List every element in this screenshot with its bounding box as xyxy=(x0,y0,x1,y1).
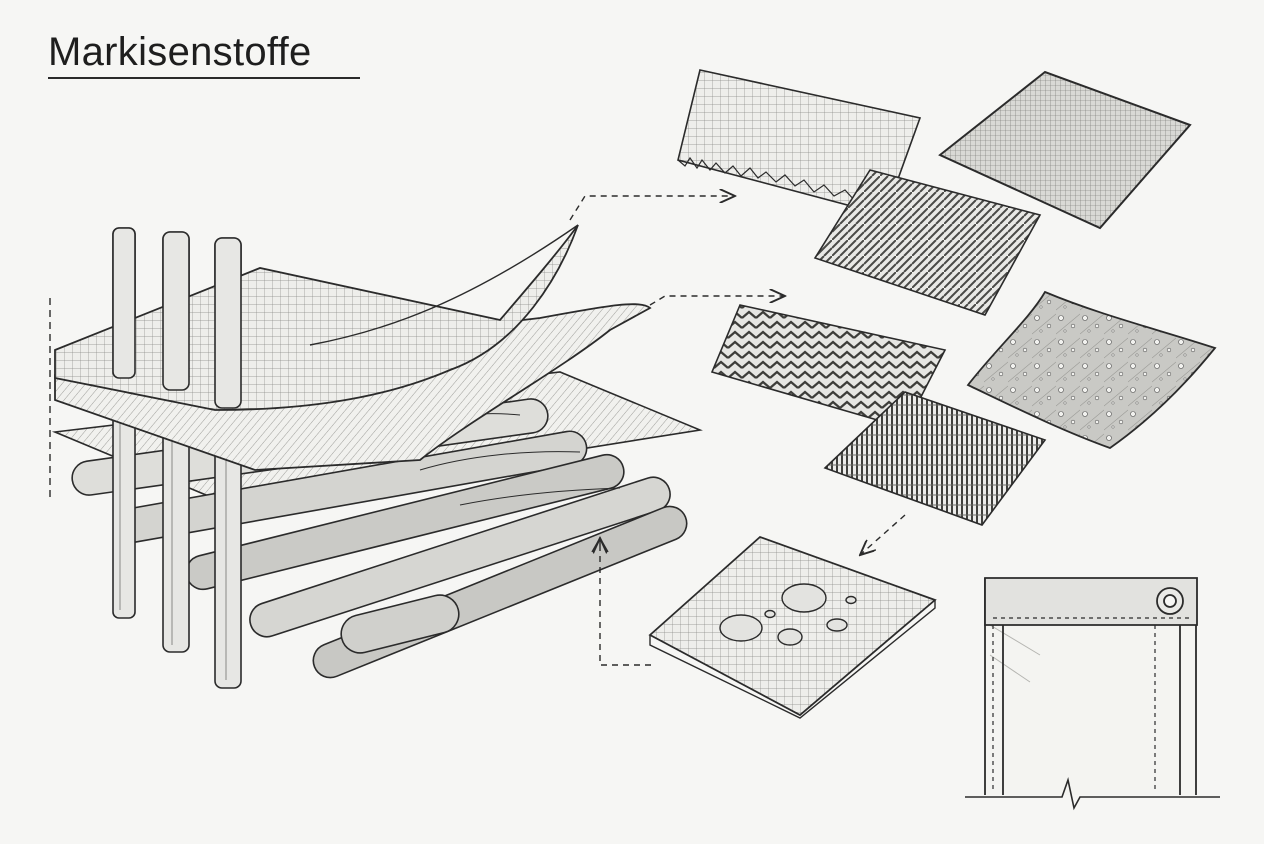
awning-panel-hem xyxy=(965,577,1220,811)
grommet-icon xyxy=(1156,587,1184,615)
water-droplets xyxy=(719,583,857,646)
title-underline xyxy=(48,77,360,79)
swatch-grid-loose xyxy=(677,69,922,216)
swatch-water-repellent xyxy=(648,535,937,719)
swatch-coated xyxy=(966,290,1217,450)
swatch-open-mesh xyxy=(823,391,1047,526)
swatch-herringbone xyxy=(813,169,1042,316)
fabric-layer-cutaway xyxy=(49,224,703,689)
swatch-fine-grid xyxy=(938,70,1192,230)
page-title: Markisenstoffe xyxy=(48,30,312,74)
